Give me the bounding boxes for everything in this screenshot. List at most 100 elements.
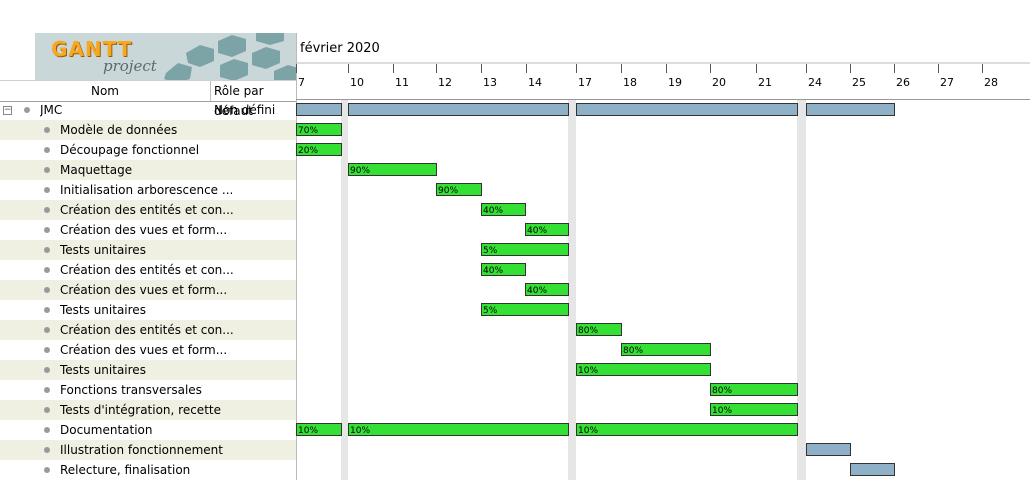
task-row[interactable]: Création des entités et con... [0,200,296,220]
progress-label: 80% [712,386,732,396]
task-bullet-icon [44,447,50,453]
task-bullet-icon [44,247,50,253]
task-name: JMC [40,103,63,117]
day-label: 27 [940,76,954,89]
progress-label: 10% [578,426,598,436]
task-bar [621,343,711,356]
task-row[interactable]: Découpage fonctionnel [0,140,296,160]
task-name: Fonctions transversales [60,383,202,397]
summary-bar [806,443,851,456]
task-row[interactable]: Création des entités et con... [0,320,296,340]
day-label: 7 [298,76,305,89]
day-label: 13 [483,76,497,89]
task-bar [348,423,569,436]
progress-label: 10% [578,366,598,376]
day-label: 10 [350,76,364,89]
task-bullet-icon [44,387,50,393]
task-row[interactable]: Maquettage [0,160,296,180]
weekend-column [341,100,348,480]
task-row[interactable]: Illustration fonctionnement [0,440,296,460]
task-row[interactable]: Initialisation arborescence ... [0,180,296,200]
task-role: Non défini [214,103,276,117]
day-label: 20 [712,76,726,89]
day-label: 14 [528,76,542,89]
day-label: 25 [852,76,866,89]
task-bar [348,163,437,176]
task-bullet-icon [44,307,50,313]
task-bar [481,243,569,256]
task-bar [296,123,342,136]
task-name: Initialisation arborescence ... [60,183,234,197]
task-bullet-icon [44,167,50,173]
progress-label: 40% [483,206,503,216]
task-row[interactable]: Documentation [0,420,296,440]
task-bullet-icon [44,347,50,353]
day-label: 21 [758,76,772,89]
task-row[interactable]: Relecture, finalisation [0,460,296,480]
progress-label: 80% [578,326,598,336]
progress-label: 70% [298,126,318,136]
task-row[interactable]: Tests unitaires [0,240,296,260]
task-tree: − JMC Non défini Modèle de données Décou… [0,100,296,480]
column-header-role[interactable]: Rôle par défaut [214,84,264,118]
day-label: 19 [668,76,682,89]
task-name: Tests d'intégration, recette [60,403,221,417]
task-row[interactable]: Création des entités et con... [0,260,296,280]
summary-bar [576,103,798,116]
task-bullet-icon [44,227,50,233]
day-label: 11 [395,76,409,89]
task-bar [296,143,342,156]
task-name: Découpage fonctionnel [60,143,200,157]
day-label: 24 [808,76,822,89]
task-row[interactable]: Création des vues et form... [0,340,296,360]
progress-label: 40% [527,286,547,296]
task-row[interactable]: Tests unitaires [0,300,296,320]
task-bar [481,203,526,216]
task-name: Tests unitaires [60,303,146,317]
task-name: Création des entités et con... [60,203,234,217]
task-row[interactable]: Modèle de données [0,120,296,140]
progress-label: 10% [298,426,318,436]
task-name: Relecture, finalisation [60,463,191,477]
task-bullet-icon [44,287,50,293]
progress-label: 10% [350,426,370,436]
task-row[interactable]: Création des vues et form... [0,220,296,240]
task-row[interactable]: Création des vues et form... [0,280,296,300]
task-bullet-icon [44,327,50,333]
task-bar [710,383,798,396]
ganttproject-logo: GANTT project [35,33,296,80]
column-header-name[interactable]: Nom [0,81,211,101]
task-bar [481,263,526,276]
splitter[interactable] [296,33,297,480]
task-row[interactable]: Fonctions transversales [0,380,296,400]
task-bar [576,363,711,376]
task-name: Tests unitaires [60,243,146,257]
task-row[interactable]: Tests d'intégration, recette [0,400,296,420]
logo-brand-text: GANTT [51,37,133,61]
task-row-parent[interactable]: − JMC Non défini [0,100,296,120]
task-bullet-icon [44,467,50,473]
timeline-month: février 2020 [300,41,380,56]
summary-bar [806,103,895,116]
weekend-column [568,100,576,480]
task-bullet-icon [44,127,50,133]
task-name: Création des entités et con... [60,323,234,337]
day-label: 26 [896,76,910,89]
task-bar [710,403,798,416]
task-bullet-icon [44,367,50,373]
summary-bar [296,103,342,116]
task-row[interactable]: Tests unitaires [0,360,296,380]
task-bar [436,183,482,196]
collapse-icon[interactable]: − [3,105,12,115]
task-bar [525,283,569,296]
task-bullet-icon [24,107,30,113]
day-label: 12 [438,76,452,89]
task-name: Création des vues et form... [60,223,228,237]
day-label: 18 [623,76,637,89]
task-name: Tests unitaires [60,363,146,377]
task-table-header: Nom Rôle par défaut [0,80,296,118]
progress-label: 90% [438,186,458,196]
task-name: Documentation [60,423,153,437]
day-label: 28 [984,76,998,89]
